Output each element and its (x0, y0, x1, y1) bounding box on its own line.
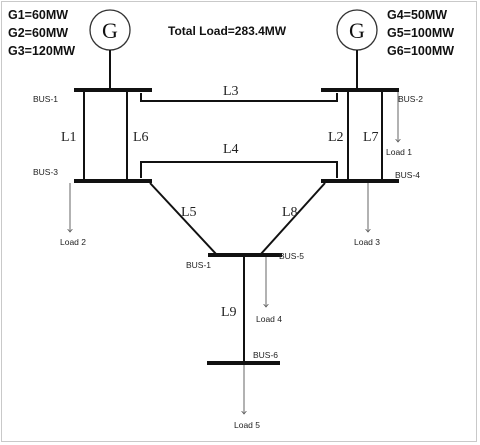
gen-right-line-2: G5=100MW (387, 26, 454, 40)
line-L3-label: L3 (223, 84, 239, 99)
line-L7-label: L7 (363, 130, 379, 145)
gen-left-line-2: G2=60MW (8, 26, 68, 40)
line-L4 (140, 161, 338, 178)
line-L8 (259, 182, 326, 256)
bus-1-label: BUS-1 (33, 94, 58, 104)
load-5-label: Load 5 (234, 420, 260, 430)
line-L5-label: L5 (181, 205, 197, 220)
bus-6-label: BUS-6 (253, 350, 278, 360)
load-2-label: Load 2 (60, 237, 86, 247)
line-L6-label: L6 (133, 130, 149, 145)
line-L1-label: L1 (61, 130, 77, 145)
total-load-label: Total Load=283.4MW (168, 24, 287, 38)
generator-left: G (89, 9, 131, 51)
line-L9-label: L9 (221, 305, 237, 320)
generator-right: G (336, 9, 378, 51)
line-L3 (140, 93, 338, 102)
load-1-label: Load 1 (386, 147, 412, 157)
line-L5 (149, 182, 218, 256)
generator-right-symbol: G (349, 18, 365, 43)
gen-right-line-1: G4=50MW (387, 8, 447, 22)
generator-left-symbol: G (102, 18, 118, 43)
bus-4-label: BUS-4 (395, 170, 420, 180)
bus-5-left-label: BUS-1 (186, 260, 211, 270)
bus-2-label: BUS-2 (398, 94, 423, 104)
line-L2-label: L2 (328, 130, 344, 145)
line-L4-label: L4 (223, 142, 239, 157)
load-4-label: Load 4 (256, 314, 282, 324)
bus-5-right-label: BUS-5 (279, 251, 304, 261)
bus-3-label: BUS-3 (33, 167, 58, 177)
gen-left-line-1: G1=60MW (8, 8, 68, 22)
gen-right-line-3: G6=100MW (387, 44, 454, 58)
line-L8-label: L8 (282, 205, 298, 220)
load-3-label: Load 3 (354, 237, 380, 247)
gen-left-line-3: G3=120MW (8, 44, 75, 58)
